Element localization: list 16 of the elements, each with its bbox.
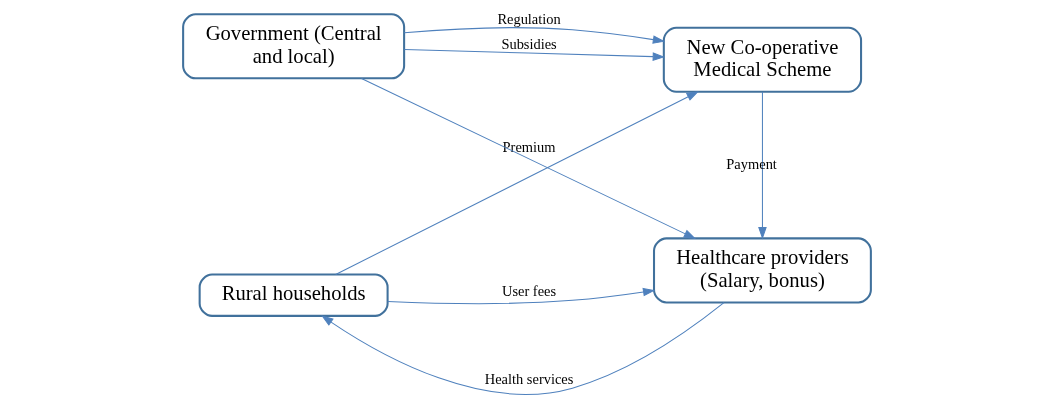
arrow [757, 91, 767, 240]
node-box: Rural households [198, 273, 389, 317]
node-box: Healthcare providers (Salary, bonus) [652, 237, 872, 304]
node-box: New Co-operative Medical Scheme [662, 26, 862, 93]
arrow [403, 48, 665, 61]
arrow [320, 302, 724, 395]
node-box: Government (Central and local) [181, 13, 405, 80]
edge-label: Health services [484, 371, 573, 388]
edge-label: Premium [502, 138, 556, 155]
arrow [334, 91, 699, 275]
edge-label: Subsidies [500, 35, 557, 52]
edge-label: User fees [501, 283, 556, 300]
arrow [360, 77, 696, 240]
arrow [386, 287, 655, 305]
edge-label: Regulation [496, 10, 561, 27]
arrow [403, 27, 665, 44]
